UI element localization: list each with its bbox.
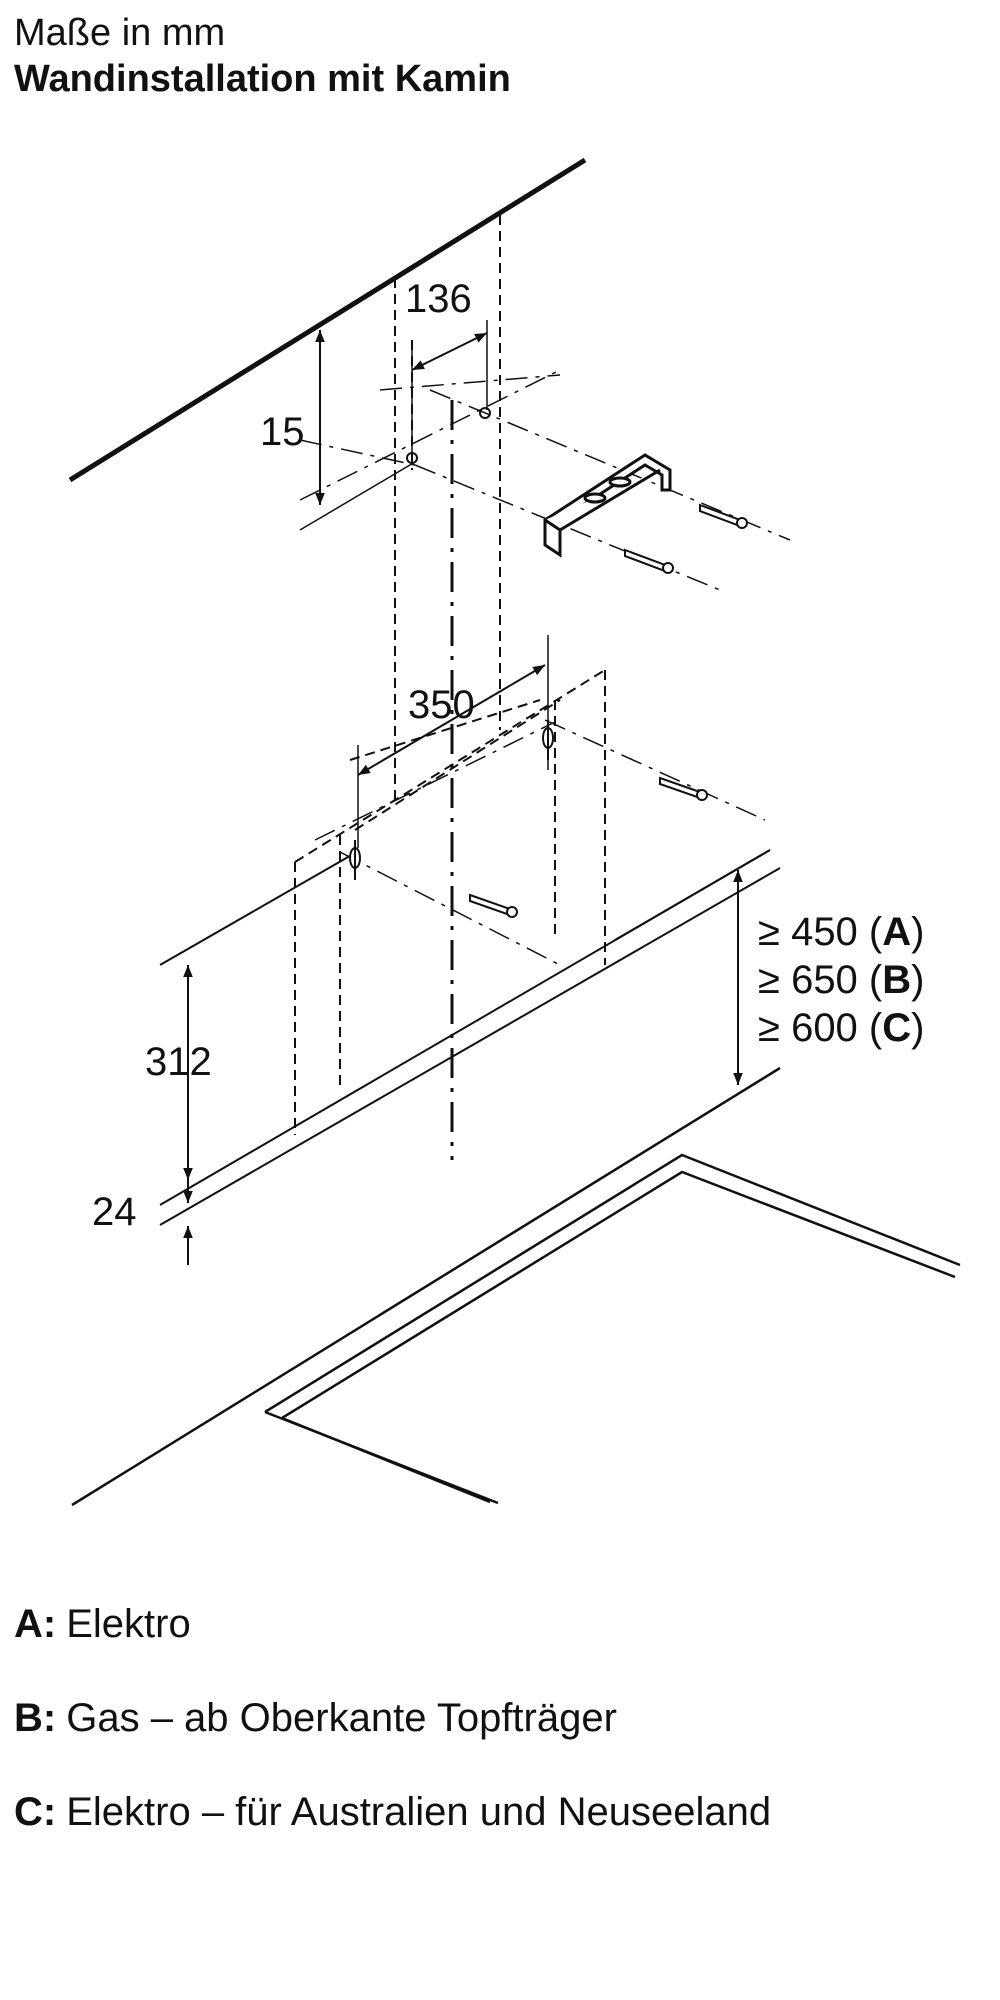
mounting-bracket — [543, 453, 672, 558]
dimension-136-label: 136 — [405, 277, 472, 321]
legend-label-b: Gas – ab Oberkante Topfträger — [66, 1696, 617, 1740]
ceiling-screw-hole-right — [479, 407, 491, 419]
legend-item-a: A:Elektro — [14, 1600, 771, 1648]
legend-item-c: C:Elektro – für Australien und Neuseelan… — [14, 1788, 771, 1836]
dimension-15-label: 15 — [260, 410, 305, 454]
hood-screws — [469, 776, 708, 918]
legend-key-b: B: — [14, 1696, 57, 1740]
dimension-15-ext — [299, 461, 416, 531]
hood-outline-dashed — [294, 669, 606, 1135]
dimension-24-label: 24 — [92, 1190, 137, 1234]
hood-outline — [159, 849, 781, 1226]
hood-axis-lines — [314, 719, 766, 966]
legend-label-a: Elektro — [66, 1602, 191, 1646]
page-title: Wandinstallation mit Kamin — [14, 58, 511, 100]
hood-hook-left — [349, 840, 361, 880]
legend: A:Elektro B:Gas – ab Oberkante Topfträge… — [14, 1600, 771, 1882]
header: Maße in mm Wandinstallation mit Kamin — [14, 10, 511, 102]
dimension-350-line — [357, 664, 546, 776]
dimension-350-label: 350 — [408, 683, 475, 727]
clearance-c-label: ≥ 600 (C) — [758, 1006, 924, 1050]
legend-key-c: C: — [14, 1790, 57, 1834]
bracket-axis-lines — [299, 369, 791, 591]
legend-key-a: A: — [14, 1602, 57, 1646]
ceiling-line — [68, 157, 587, 483]
clearance-a-label: ≥ 450 (A) — [758, 910, 924, 954]
cooktop — [71, 1066, 961, 1507]
dimension-312-label: 312 — [145, 1040, 212, 1084]
clearance-b-label: ≥ 650 (B) — [758, 958, 924, 1002]
legend-label-c: Elektro – für Australien und Neuseeland — [66, 1790, 772, 1834]
bracket-screws — [624, 503, 748, 574]
dimension-136-line — [411, 332, 488, 371]
legend-item-b: B:Gas – ab Oberkante Topfträger — [14, 1694, 771, 1742]
units-note: Maße in mm — [14, 12, 226, 54]
